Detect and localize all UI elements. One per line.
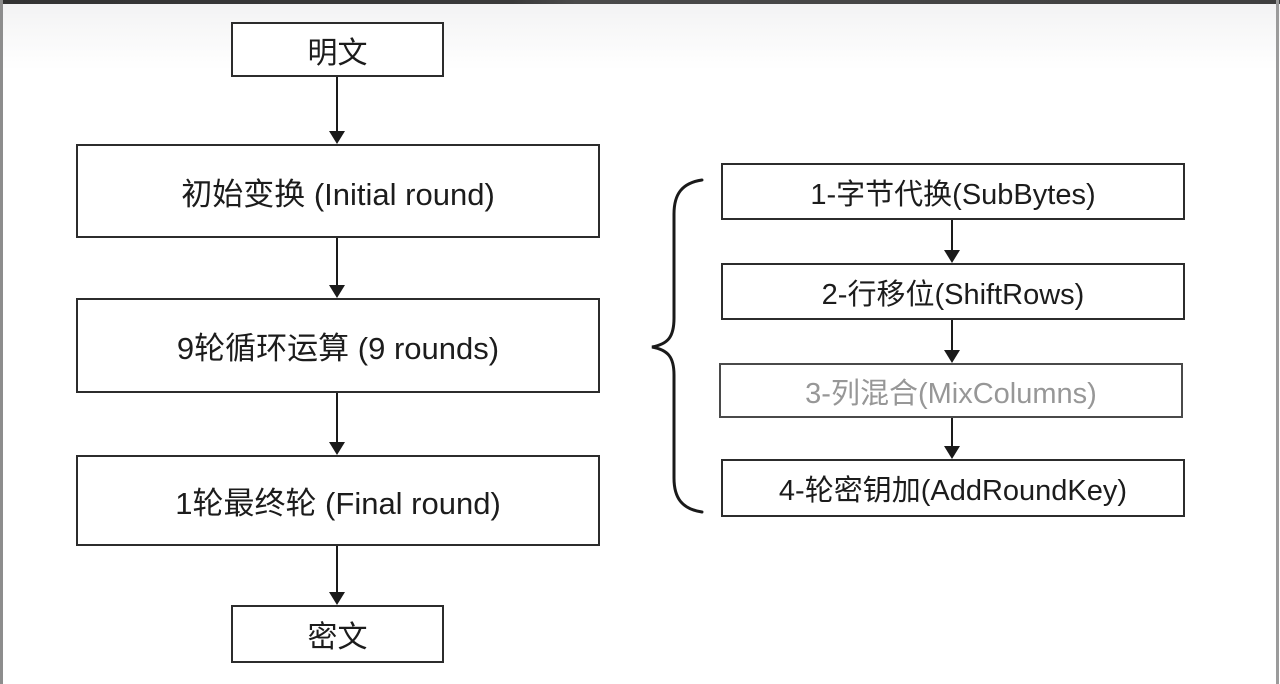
step-mixcolumns: 3-列混合(MixColumns) — [719, 363, 1183, 418]
arrow-stem — [336, 546, 338, 592]
arrow-head-icon — [329, 592, 345, 605]
arrow-down — [944, 418, 960, 459]
step-subbytes: 1-字节代换(SubBytes) — [721, 163, 1185, 220]
arrow-stem — [951, 418, 953, 446]
arrow-down — [329, 77, 345, 144]
top-crop-bar — [0, 0, 1280, 4]
arrow-down — [329, 393, 345, 455]
step-addroundkey: 4-轮密钥加(AddRoundKey) — [721, 459, 1185, 517]
arrow-head-icon — [329, 131, 345, 144]
arrow-down — [329, 238, 345, 298]
node-ciphertext: 密文 — [231, 605, 444, 663]
node-plaintext: 明文 — [231, 22, 444, 77]
curly-brace — [651, 178, 704, 514]
arrow-stem — [336, 393, 338, 442]
step-shiftrows: 2-行移位(ShiftRows) — [721, 263, 1185, 320]
arrow-stem — [336, 77, 338, 131]
node-final-round: 1轮最终轮 (Final round) — [76, 455, 600, 546]
right-edge-line — [1276, 0, 1279, 684]
arrow-down — [329, 546, 345, 605]
node-initial-round: 初始变换 (Initial round) — [76, 144, 600, 238]
node-nine-rounds: 9轮循环运算 (9 rounds) — [76, 298, 600, 393]
arrow-head-icon — [329, 285, 345, 298]
arrow-head-icon — [944, 350, 960, 363]
arrow-stem — [336, 238, 338, 285]
arrow-stem — [951, 320, 953, 350]
arrow-stem — [951, 220, 953, 250]
arrow-down — [944, 220, 960, 263]
arrow-head-icon — [944, 446, 960, 459]
left-edge-line — [0, 0, 3, 684]
arrow-down — [944, 320, 960, 363]
arrow-head-icon — [944, 250, 960, 263]
arrow-head-icon — [329, 442, 345, 455]
